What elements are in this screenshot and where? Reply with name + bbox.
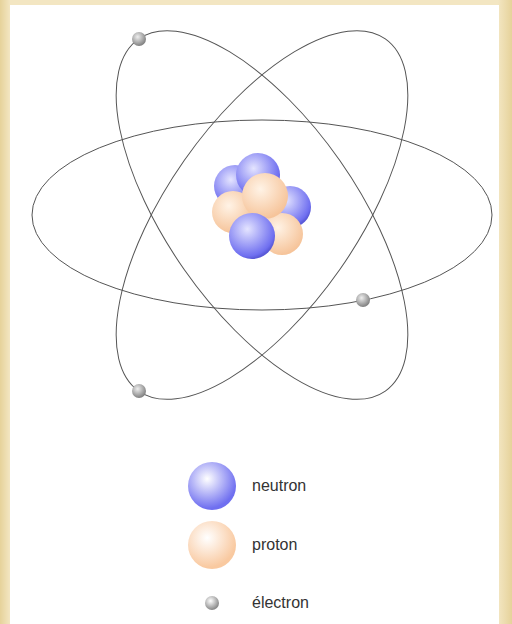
electron xyxy=(356,293,370,307)
nucleus xyxy=(212,153,311,259)
legend-swatch xyxy=(188,462,236,510)
electrons xyxy=(132,32,370,398)
legend-swatch xyxy=(205,596,219,610)
legend-label: proton xyxy=(252,536,297,554)
orbit xyxy=(32,120,492,310)
legend-swatch-box xyxy=(203,594,221,612)
legend-swatch-box xyxy=(186,519,238,571)
legend-swatch-box xyxy=(186,460,238,512)
legend-label: électron xyxy=(252,594,309,612)
orbit xyxy=(61,0,463,446)
electron xyxy=(132,384,146,398)
orbit xyxy=(61,0,463,446)
legend-swatch xyxy=(188,521,236,569)
orbits xyxy=(32,0,492,446)
electron xyxy=(132,32,146,46)
legend-label: neutron xyxy=(252,477,306,495)
white-panel xyxy=(10,5,499,624)
